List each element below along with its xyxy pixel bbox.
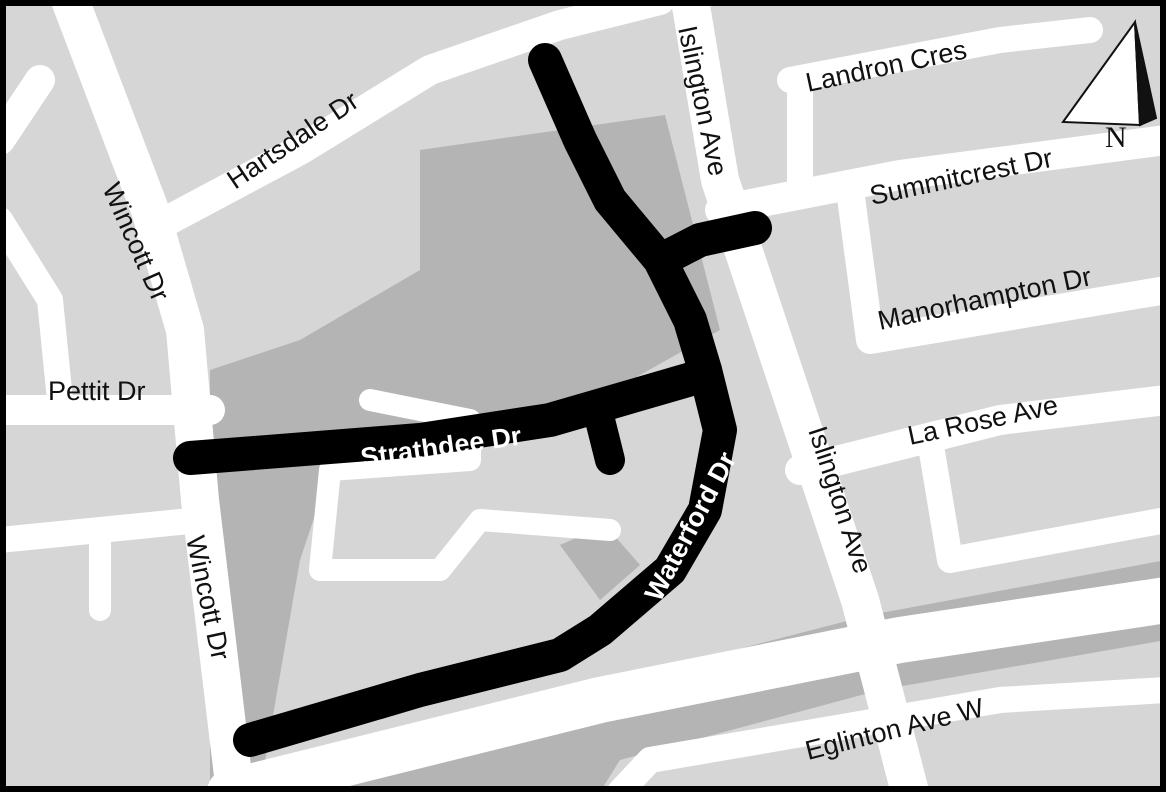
street-west-loop bbox=[0, 207, 73, 413]
street-summitcrest bbox=[705, 125, 1166, 225]
street-eglinton bbox=[207, 577, 1166, 792]
road-strathdee bbox=[173, 358, 722, 475]
street-hartsdale bbox=[135, 0, 675, 245]
park-area bbox=[210, 115, 720, 790]
label-pettit: Pettit Dr bbox=[48, 376, 146, 406]
north-arrow-icon: N bbox=[1061, 19, 1158, 154]
road-strathdee-spur bbox=[585, 405, 625, 475]
street-manorhampton bbox=[836, 176, 1166, 354]
road-waterford bbox=[233, 353, 737, 757]
street-landron bbox=[777, 17, 1103, 93]
road-spur-east bbox=[648, 211, 772, 275]
north-arrow-letter: N bbox=[1105, 121, 1127, 154]
street-wincott bbox=[51, 0, 254, 792]
street-la-rose bbox=[785, 385, 1166, 485]
road-north-segment bbox=[528, 43, 722, 387]
street-northwest bbox=[0, 65, 55, 155]
street-la-rose-loop bbox=[917, 427, 1166, 573]
street-eglinton-south bbox=[607, 677, 1166, 792]
highlighted-roads bbox=[173, 43, 772, 757]
park-area-small bbox=[560, 525, 640, 600]
